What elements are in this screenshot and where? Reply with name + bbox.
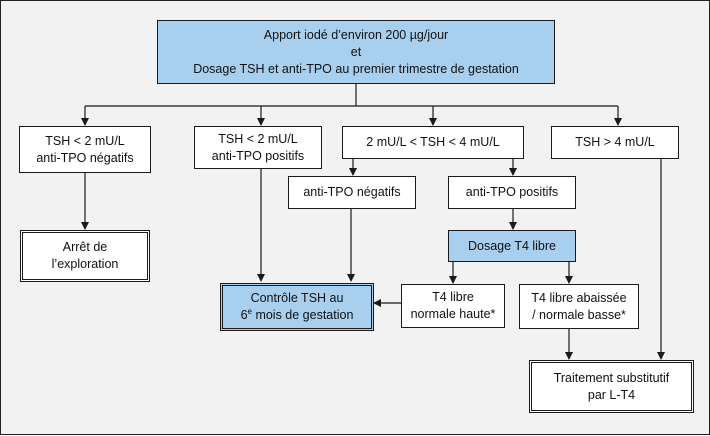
node-tsh-mid: 2 mU/L < TSH < 4 mU/L bbox=[342, 126, 524, 159]
node-mid-anti-tpo-positive: anti-TPO positifs bbox=[448, 176, 576, 209]
root-line1: Apport iodé d’environ 200 µg/jour bbox=[263, 27, 449, 42]
root-line2: et bbox=[350, 44, 362, 59]
node-stop-line1: Arrêt de bbox=[62, 240, 108, 254]
node-treatment: Traitement substitutif par L-T4 bbox=[529, 360, 694, 413]
node-treatment-line1: Traitement substitutif bbox=[553, 370, 670, 385]
node-control-line2: 6e mois de gestation bbox=[241, 307, 354, 324]
node-stop-line2: l’exploration bbox=[51, 257, 119, 271]
root-line3: Dosage TSH et anti-TPO au premier trimes… bbox=[193, 61, 519, 76]
node-t4-low-line2: / normale basse* bbox=[532, 307, 626, 322]
node-tsh-low-positive-line2: anti-TPO positifs bbox=[211, 148, 305, 163]
node-tsh-low-negative-line1: TSH < 2 mU/L bbox=[45, 133, 125, 148]
node-mid-anti-tpo-positive-label: anti-TPO positifs bbox=[465, 185, 559, 199]
node-control-month-text: mois de gestation bbox=[251, 308, 354, 322]
node-t4-normal-high-line1: T4 libre bbox=[432, 290, 474, 304]
node-t4-dosage-label: Dosage T4 libre bbox=[467, 238, 556, 253]
node-mid-anti-tpo-negative: anti-TPO négatifs bbox=[288, 176, 416, 209]
node-mid-anti-tpo-negative-label: anti-TPO négatifs bbox=[303, 185, 401, 199]
node-stop-exploration: Arrêt de l’exploration bbox=[20, 230, 150, 282]
node-control-line1: Contrôle TSH au bbox=[250, 291, 344, 305]
node-control-month-number: 6 bbox=[240, 308, 248, 322]
node-t4-dosage: Dosage T4 libre bbox=[448, 230, 576, 262]
node-tsh-high: TSH > 4 mU/L bbox=[551, 126, 679, 159]
node-t4-normal-high: T4 libre normale haute* bbox=[401, 284, 505, 328]
node-treatment-line2: par L-T4 bbox=[587, 387, 636, 402]
node-control-ordinal: e bbox=[247, 306, 252, 316]
node-t4-low: T4 libre abaissée / normale basse* bbox=[519, 284, 639, 329]
root-node: Apport iodé d’environ 200 µg/jour et Dos… bbox=[157, 20, 555, 84]
node-tsh-low-negative-line2: anti-TPO négatifs bbox=[36, 150, 134, 165]
node-tsh-mid-label: 2 mU/L < TSH < 4 mU/L bbox=[366, 135, 500, 149]
node-t4-low-line1: T4 libre abaissée bbox=[531, 290, 627, 305]
node-tsh-low-positive: TSH < 2 mU/L anti-TPO positifs bbox=[194, 126, 322, 169]
node-control-tsh: Contrôle TSH au 6e mois de gestation bbox=[220, 283, 374, 331]
node-tsh-low-positive-line1: TSH < 2 mU/L bbox=[218, 131, 298, 146]
node-tsh-low-negative: TSH < 2 mU/L anti-TPO négatifs bbox=[19, 126, 151, 173]
node-tsh-high-label: TSH > 4 mU/L bbox=[575, 135, 655, 149]
node-t4-normal-high-line2: normale haute* bbox=[410, 307, 496, 321]
